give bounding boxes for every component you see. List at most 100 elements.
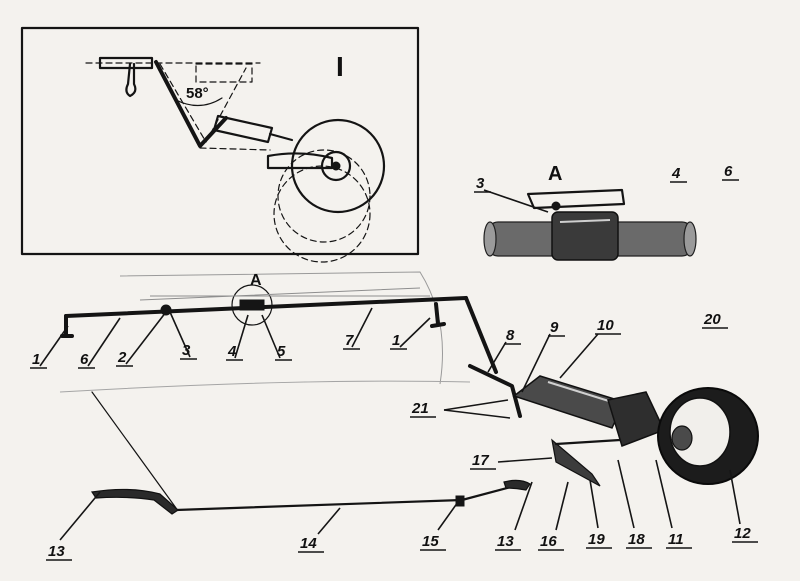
inset-angle-label: 58° — [186, 85, 209, 102]
inset-wheel-ghost-2 — [273, 165, 371, 263]
callout-leader-7 — [351, 307, 373, 348]
callout-d4: 4 — [671, 165, 681, 182]
bearing-left — [160, 304, 172, 316]
callout-leader-1 — [39, 325, 69, 367]
torque-tube — [64, 296, 468, 318]
fork-housing — [607, 391, 666, 447]
inset-damper — [212, 114, 274, 144]
inset-view: I 58° — [20, 26, 420, 263]
callout-13: 13 — [48, 543, 65, 560]
callout-10: 10 — [597, 317, 614, 334]
callout-leader-19 — [589, 479, 599, 529]
callout-leader-13b — [514, 481, 533, 531]
callout-7: 7 — [345, 332, 354, 349]
callout-18: 18 — [628, 531, 645, 548]
callout-17: 17 — [472, 452, 489, 469]
detail-bolt — [551, 201, 561, 211]
main-assembly: A — [59, 271, 759, 515]
callout-d3: 3 — [476, 175, 485, 192]
drive-arm — [464, 296, 498, 374]
callout-leader-lines — [30, 179, 758, 561]
callout-19: 19 — [588, 531, 605, 548]
fuselage-floor-line — [59, 380, 471, 393]
inset-strut-ghost — [159, 63, 247, 143]
callout-leader-15 — [437, 501, 459, 531]
inset-handle — [125, 62, 137, 98]
detail-clamp-highlight — [559, 219, 611, 223]
inset-folded-outline — [195, 63, 253, 83]
inset-wheel — [290, 118, 386, 214]
inset-dashed-link — [199, 147, 271, 151]
callout-leader-14 — [317, 507, 341, 535]
callout-leader-17 — [497, 457, 553, 463]
callout-leader-10 — [559, 333, 599, 379]
callout-20: 20 — [703, 311, 721, 328]
callout-leader-18 — [617, 459, 635, 529]
center-clamp — [239, 299, 265, 311]
inset-strut-arm — [154, 60, 228, 148]
callout-5: 5 — [277, 343, 286, 360]
inset-frame — [20, 26, 420, 256]
brake-rod — [554, 438, 622, 446]
callout-12: 12 — [734, 525, 751, 542]
callout-leader-16 — [555, 481, 569, 531]
callout-leader-3 — [169, 311, 191, 358]
callout-1b: 1 — [392, 332, 400, 349]
lower-rod — [174, 498, 464, 512]
callout-4: 4 — [227, 343, 237, 360]
callout-21: 21 — [411, 400, 429, 417]
shock-strut — [512, 375, 626, 429]
detail-tube-end-left — [483, 221, 497, 257]
callout-leader-9 — [521, 333, 551, 393]
callout-6: 6 — [80, 351, 89, 368]
callout-leader-13 — [59, 491, 101, 541]
brake-bracket — [551, 438, 601, 487]
inset-damper-rod — [268, 132, 294, 142]
inset-view-label: I — [336, 51, 344, 82]
callout-leader-8 — [487, 341, 507, 373]
callout-1: 1 — [32, 351, 40, 368]
detail-a-marker-circle — [231, 284, 273, 326]
callout-leader-12 — [729, 469, 741, 525]
callout-8: 8 — [506, 327, 515, 344]
callout-leader-d3 — [483, 189, 549, 213]
inset-wheel-ghost-1 — [277, 149, 371, 243]
inset-angle-arc — [175, 97, 223, 107]
handle-right — [503, 479, 531, 491]
strut-highlight — [547, 381, 613, 403]
callout-11: 11 — [668, 531, 684, 548]
callout-16: 16 — [540, 533, 557, 550]
callout-leader-6 — [87, 317, 121, 367]
callout-14: 14 — [300, 535, 317, 552]
callout-leader-11 — [655, 459, 673, 529]
callout-2: 2 — [117, 349, 127, 366]
inset-upper-tube — [98, 56, 154, 70]
handle-left — [90, 488, 179, 515]
left-post — [60, 314, 74, 338]
rod-coupling — [455, 495, 465, 507]
inset-wheel-axle — [331, 161, 341, 171]
callout-13b: 13 — [497, 533, 514, 550]
callout-leader-4 — [234, 314, 249, 359]
callout-3: 3 — [182, 342, 191, 359]
drive-arm-elbow — [468, 364, 522, 418]
main-wheel-hub — [671, 425, 693, 451]
detail-bracket — [526, 188, 626, 210]
detail-a-label: A — [548, 163, 562, 185]
detail-a-marker-label: A — [250, 272, 262, 289]
callout-leader-21-b — [443, 409, 511, 419]
callout-15: 15 — [422, 533, 439, 550]
control-cables — [139, 287, 430, 301]
detail-a: A — [483, 163, 697, 261]
detail-tube-end-right — [683, 221, 697, 257]
callout-leader-21 — [443, 399, 509, 411]
inset-fork — [266, 152, 334, 170]
right-post — [430, 302, 446, 328]
detail-clamp — [551, 211, 619, 261]
callout-leader-2 — [125, 311, 167, 365]
callout-9: 9 — [550, 319, 559, 336]
diagonal-link — [91, 391, 177, 509]
